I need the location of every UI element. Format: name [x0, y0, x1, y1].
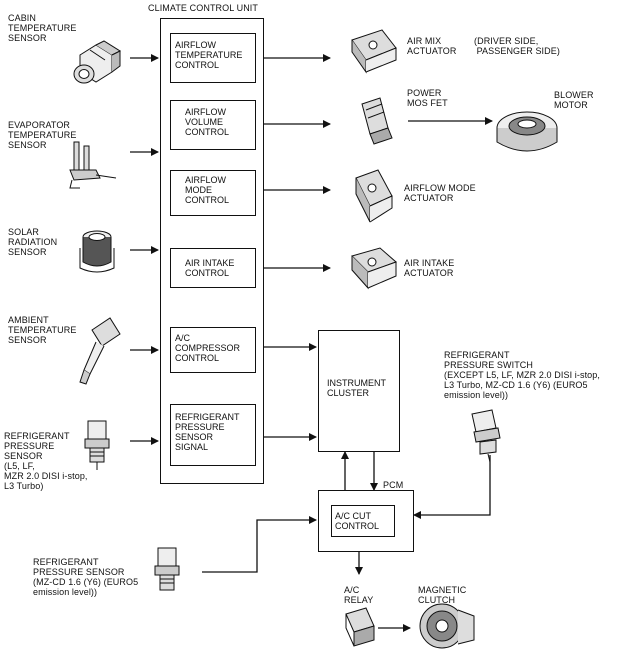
ac-compressor-control-label: A/C COMPRESSOR CONTROL	[175, 333, 241, 363]
solar-sensor-icon	[79, 230, 115, 273]
instrument-cluster-label: INSTRUMENT CLUSTER	[327, 378, 386, 398]
ambient-sensor-icon	[79, 317, 121, 385]
airflow-mode-actuator-icon	[355, 169, 393, 223]
cabin-sensor-icon	[73, 40, 122, 84]
ac-relay-label: A/C RELAY	[344, 585, 374, 605]
ac-compressor-control-box: A/C COMPRESSOR CONTROL	[170, 327, 256, 373]
solar-sensor-label: SOLAR RADIATION SENSOR	[8, 227, 58, 257]
air-intake-control-label: AIR INTAKE CONTROL	[185, 258, 235, 278]
airflow-mode-control-box: AIRFLOW MODE CONTROL	[170, 170, 256, 216]
pcm-box: A/C CUT CONTROL	[318, 490, 414, 552]
airflow-mode-control-label: AIRFLOW MODE CONTROL	[185, 175, 230, 205]
refrigerant-signal-label: REFRIGERANT PRESSURE SENSOR SIGNAL	[175, 412, 240, 452]
airflow-volume-control-label: AIRFLOW VOLUME CONTROL	[185, 107, 230, 137]
power-mos-fet-icon	[361, 97, 393, 145]
evaporator-sensor-label: EVAPORATOR TEMPERATURE SENSOR	[8, 120, 77, 150]
refrigerant-switch-label: REFRIGERANT PRESSURE SWITCH (EXCEPT L5, …	[444, 350, 600, 400]
refrigerant-sensor-left-icon	[84, 420, 110, 470]
magnetic-clutch-icon	[419, 603, 475, 649]
airflow-mode-actuator-label: AIRFLOW MODE ACTUATOR	[404, 183, 476, 203]
air-mix-side-label: (DRIVER SIDE, PASSENGER SIDE)	[474, 36, 560, 56]
refrigerant-sensor-bottom-label: REFRIGERANT PRESSURE SENSOR (MZ-CD 1.6 (…	[33, 557, 139, 597]
pcm-label: PCM	[383, 480, 404, 490]
magnetic-clutch-label: MAGNETIC CLUTCH	[418, 585, 467, 605]
ac-cut-control-box: A/C CUT CONTROL	[331, 505, 395, 537]
airflow-temperature-control-label: AIRFLOW TEMPERATURE CONTROL	[175, 40, 243, 70]
refrigerant-sensor-left-label: REFRIGERANT PRESSURE SENSOR (L5, LF, MZR…	[4, 431, 88, 491]
instrument-cluster-box: INSTRUMENT CLUSTER	[318, 330, 400, 452]
unit-title: CLIMATE CONTROL UNIT	[148, 3, 259, 13]
air-intake-actuator-icon	[351, 247, 397, 290]
ambient-sensor-label: AMBIENT TEMPERATURE SENSOR	[8, 315, 77, 345]
air-intake-control-box: AIR INTAKE CONTROL	[170, 248, 256, 288]
air-mix-actuator-label: AIR MIX ACTUATOR	[407, 36, 457, 56]
cabin-sensor-label: CABIN TEMPERATURE SENSOR	[8, 13, 77, 43]
airflow-temperature-control-box: AIRFLOW TEMPERATURE CONTROL	[170, 33, 256, 83]
refrigerant-switch-icon	[471, 409, 501, 463]
power-mos-fet-label: POWER MOS FET	[407, 88, 448, 108]
refrigerant-sensor-bottom-icon	[154, 547, 180, 591]
blower-motor-icon	[496, 111, 558, 152]
airflow-volume-control-box: AIRFLOW VOLUME CONTROL	[170, 100, 256, 150]
refrigerant-signal-box: REFRIGERANT PRESSURE SENSOR SIGNAL	[170, 404, 256, 466]
air-mix-actuator-icon	[351, 29, 397, 74]
ac-cut-control-label: A/C CUT CONTROL	[335, 511, 380, 531]
blower-motor-label: BLOWER MOTOR	[554, 90, 594, 110]
ac-relay-icon	[345, 607, 375, 647]
air-intake-actuator-label: AIR INTAKE ACTUATOR	[404, 258, 455, 278]
evaporator-sensor-icon	[69, 141, 117, 189]
